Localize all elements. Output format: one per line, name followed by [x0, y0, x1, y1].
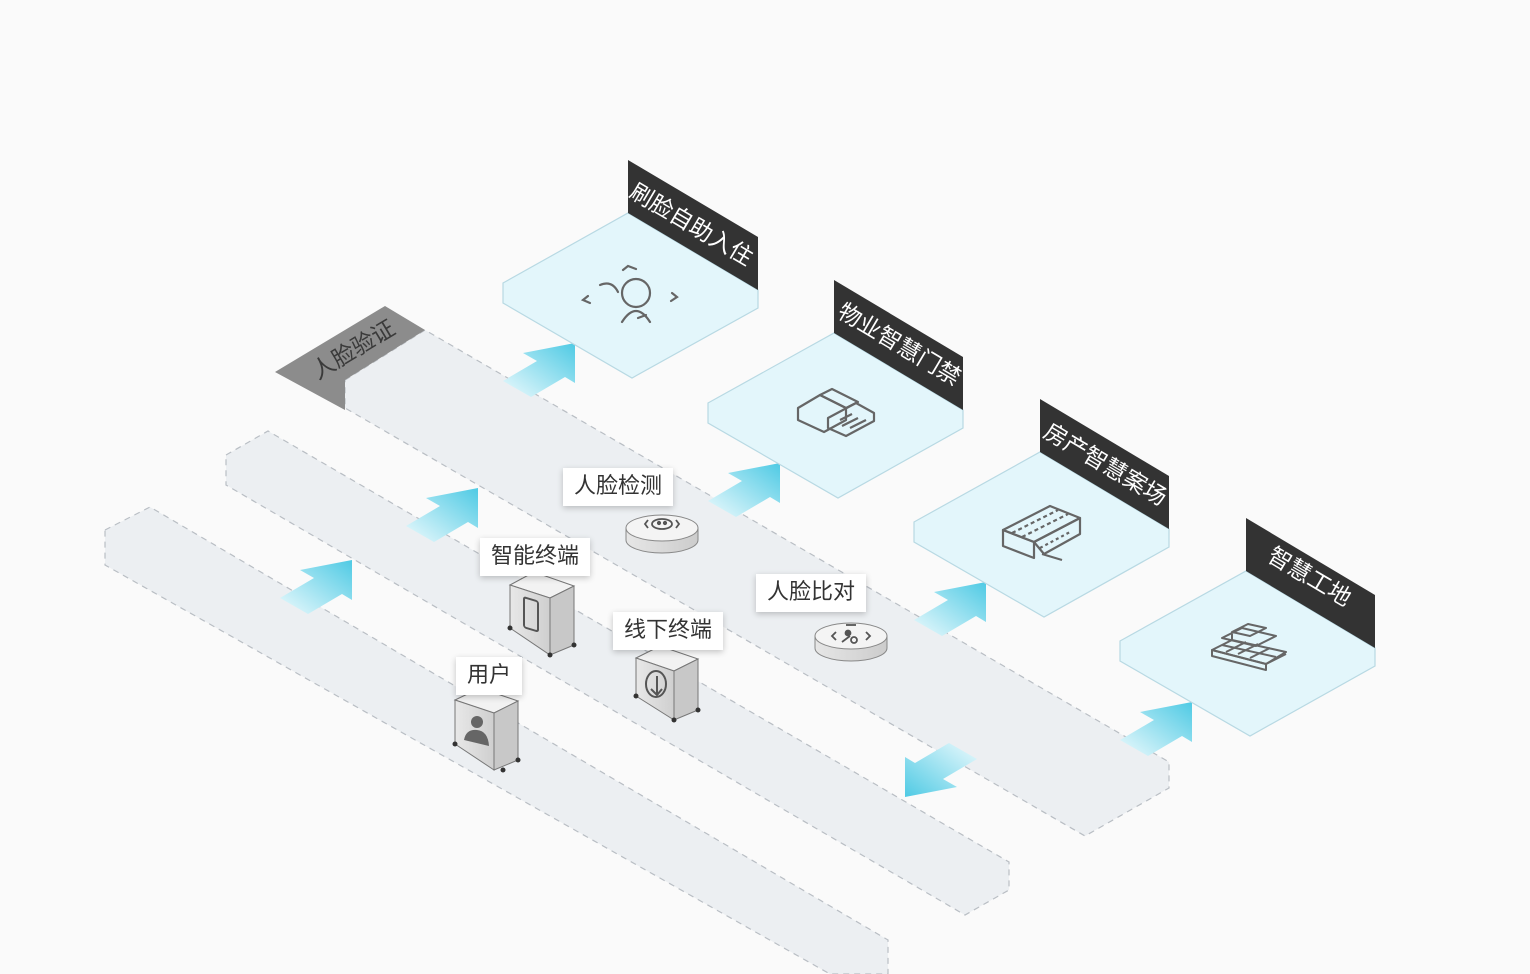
download-arrow-icon: [645, 670, 667, 698]
building-icon: [1001, 504, 1082, 562]
node-label-offline-terminal: 线下终端: [613, 612, 724, 650]
arrow-to-checkin: [503, 343, 575, 397]
offline-terminal-device: [633, 645, 701, 723]
brick-wall-icon: [1211, 623, 1287, 671]
node-label-smart-terminal: 智能终端: [480, 538, 591, 576]
node-label-user: 用户: [456, 657, 523, 695]
face-recognition-icon: [580, 264, 679, 324]
arrow-to-realestate: [914, 582, 986, 636]
arrow-return: [905, 743, 977, 797]
face-compare-device: [814, 622, 888, 662]
access-gate-icon: [796, 387, 876, 438]
face-match-icon: [830, 624, 872, 644]
scenario-panel-4: 智慧工地: [1119, 518, 1376, 737]
node-label-face-compare: 人脸比对: [756, 574, 867, 612]
arrows: [280, 343, 1192, 797]
scenario-panel-2: 物业智慧门禁: [707, 280, 965, 499]
node-label-face-detect: 人脸检测: [563, 468, 674, 506]
face-detect-device: [625, 514, 699, 554]
scenario-panel-1: 刷脸自助入住: [502, 160, 759, 379]
user-avatar-icon: [464, 716, 489, 746]
phone-icon: [523, 596, 539, 633]
arrow-to-gate: [708, 463, 780, 517]
arrow-lane-bottom: [280, 560, 352, 614]
arrow-lane-middle: [406, 488, 478, 542]
lane-middle: [225, 430, 1010, 916]
arrow-to-site: [1120, 702, 1192, 756]
face-scan-icon: [643, 518, 681, 530]
lane-label-banner: [275, 306, 425, 410]
smart-terminal-device: [507, 571, 577, 658]
user-device: [452, 687, 521, 773]
